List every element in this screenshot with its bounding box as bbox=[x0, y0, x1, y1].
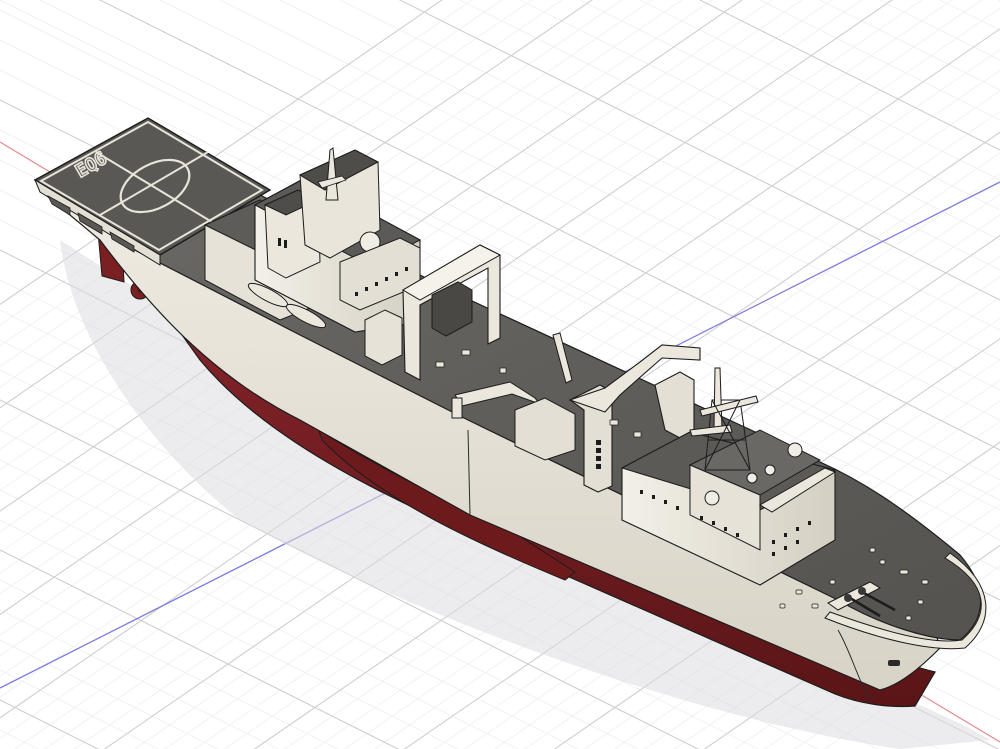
ship-model[interactable]: EQ6 bbox=[33, 117, 987, 708]
bow-gun-mount bbox=[827, 581, 896, 618]
ras-gantry-aft bbox=[402, 244, 502, 381]
midship-deckhouse bbox=[514, 397, 576, 461]
kingpost bbox=[552, 332, 573, 384]
deck-fittings bbox=[435, 349, 929, 621]
bow-bulwark bbox=[824, 552, 987, 650]
bow-seam bbox=[837, 629, 871, 701]
bilge-keel bbox=[317, 427, 576, 581]
hawse-pipe bbox=[888, 660, 900, 666]
helipad: EQ6 bbox=[33, 117, 272, 266]
forward-superstructure bbox=[620, 367, 837, 586]
ras-gantry-fwd bbox=[568, 344, 701, 493]
hull-seam bbox=[467, 429, 471, 516]
